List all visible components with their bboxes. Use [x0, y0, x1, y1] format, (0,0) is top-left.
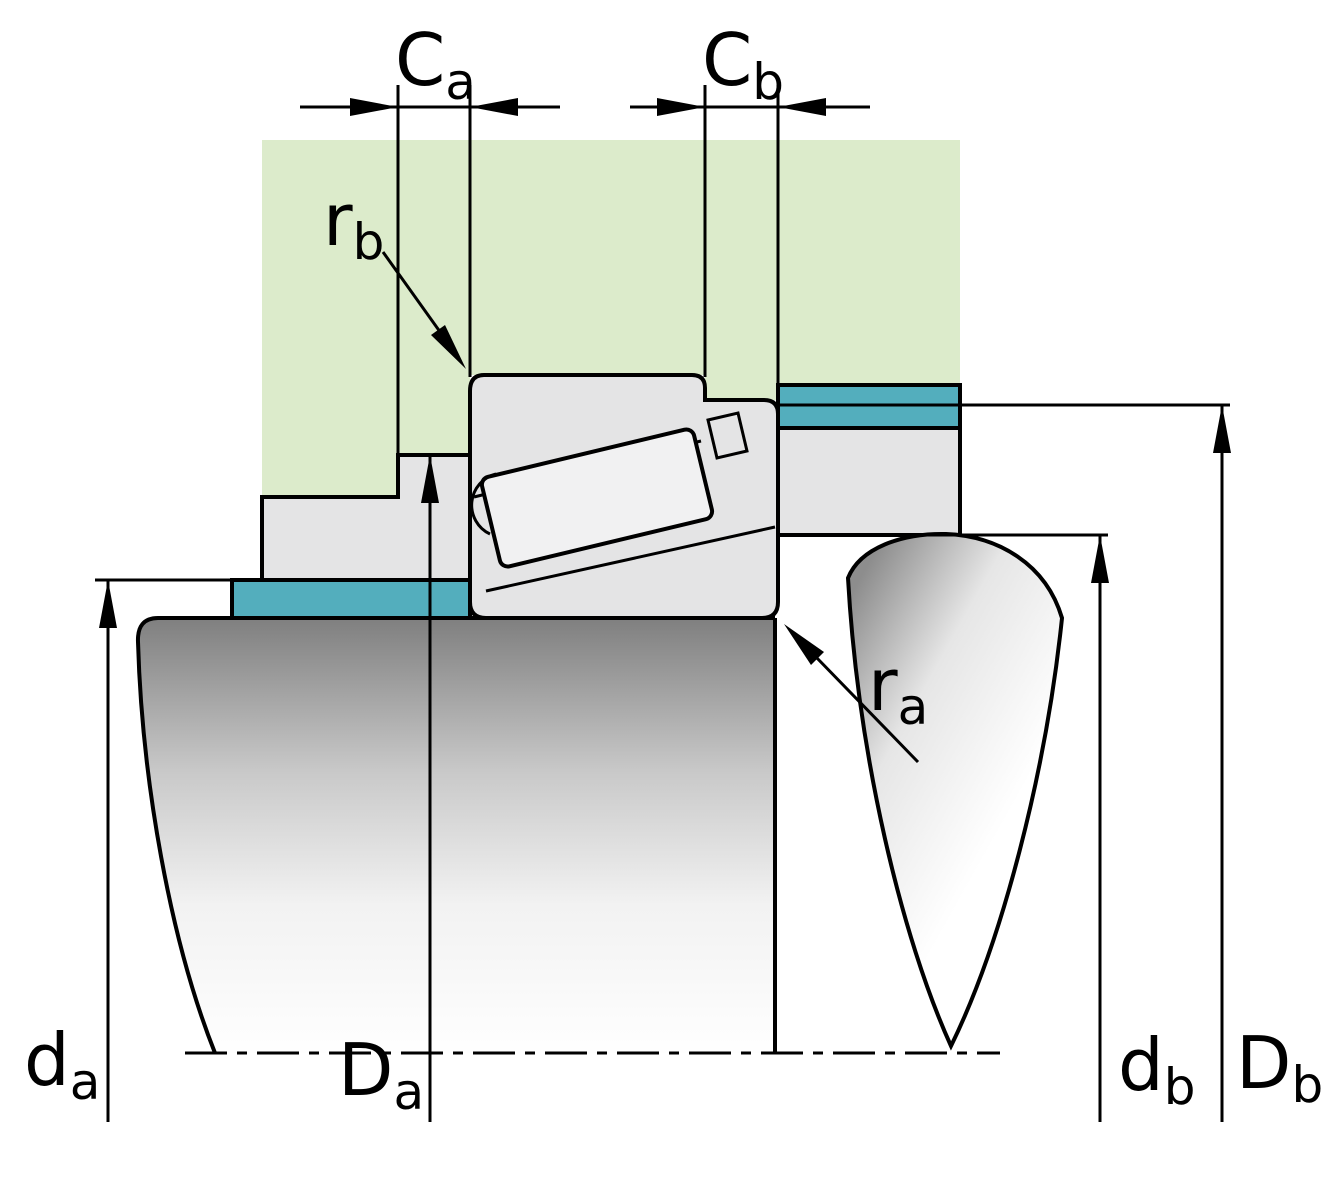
label-rb-sub: b: [353, 213, 385, 271]
cone-raceway-line: [485, 525, 776, 593]
label-Db-sub: b: [1291, 1056, 1323, 1114]
db2-arrowhead: [1213, 405, 1231, 453]
rb-arrowhead: [431, 325, 466, 369]
label-Da-sub: a: [393, 1063, 424, 1121]
ra-arrowhead: [784, 624, 824, 665]
ra-leader-line: [813, 654, 920, 764]
rb-leader-line: [381, 251, 445, 337]
cage-right-rim: [706, 411, 749, 460]
shaft-body: [137, 618, 776, 1053]
label-Cb: Cb: [702, 18, 784, 111]
label-db: db: [1118, 1023, 1195, 1116]
label-ra-sub: a: [898, 678, 929, 736]
da-arrowhead: [99, 580, 117, 628]
housing-block: [262, 140, 960, 497]
label-da: da: [24, 1018, 100, 1111]
label-Da-main: D: [338, 1028, 393, 1112]
tapered-roller: [479, 427, 715, 569]
cb-arrow-right: [778, 98, 826, 116]
label-db-main: d: [1118, 1023, 1164, 1107]
label-Ca-main: C: [395, 18, 445, 102]
label-rb-main: r: [323, 178, 353, 262]
label-Cb-sub: b: [752, 53, 784, 111]
left-teal-ring: [230, 578, 472, 620]
right-spacer: [776, 426, 962, 537]
label-Ca: Ca: [395, 18, 476, 111]
label-Ca-sub: a: [445, 53, 476, 111]
label-da-main: d: [24, 1018, 70, 1102]
label-da-sub: a: [70, 1053, 101, 1111]
db-arrowhead: [1091, 535, 1109, 583]
label-Cb-main: C: [702, 18, 752, 102]
label-ra-main: r: [868, 643, 898, 727]
label-Da: Da: [338, 1028, 424, 1121]
ca-arrow-left: [350, 98, 398, 116]
da2-arrowhead: [421, 455, 439, 503]
shaft-shoulder-fillet: [845, 531, 1065, 1051]
label-Db-main: D: [1236, 1021, 1291, 1105]
ca-arrow-right: [470, 98, 518, 116]
cb-arrow-left: [657, 98, 705, 116]
cage-left-curl: [470, 472, 497, 536]
label-ra: ra: [868, 643, 928, 736]
label-db-sub: b: [1164, 1058, 1196, 1116]
shaft-outline: [135, 616, 775, 1054]
label-rb: rb: [323, 178, 384, 271]
label-Db: Db: [1236, 1021, 1323, 1114]
